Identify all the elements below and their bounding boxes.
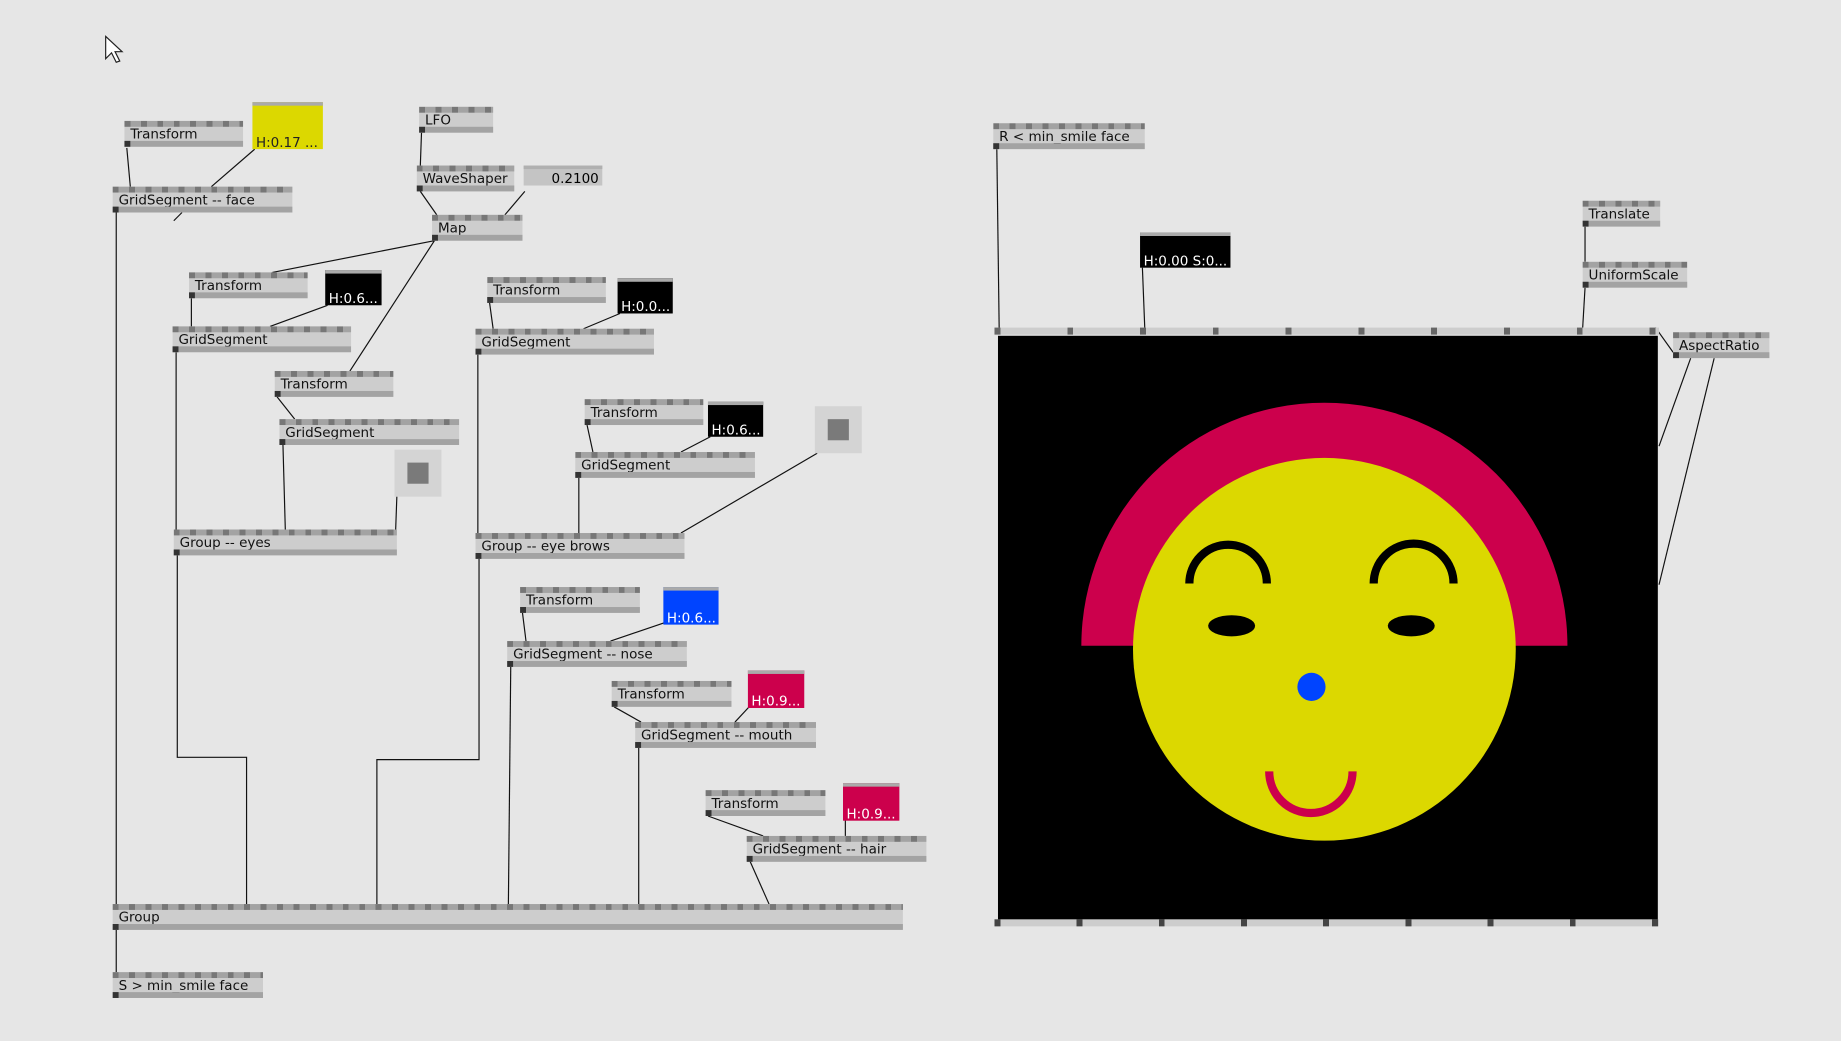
gridsegment-mouth-node[interactable]: GridSegment -- mouth	[635, 722, 816, 748]
render-window-outlets	[994, 919, 1660, 927]
transform-node-hair[interactable]: Transform	[705, 790, 826, 816]
eye-left	[1208, 615, 1256, 637]
gridsegment-brow-right-node[interactable]: GridSegment	[575, 452, 755, 478]
toggle-eyebrows[interactable]	[814, 406, 862, 454]
color-node-nose[interactable]: H:0.6...	[663, 587, 719, 626]
send-node[interactable]: S > min_smile face	[112, 972, 263, 998]
group-eyebrows-node[interactable]: Group -- eye brows	[475, 533, 685, 559]
gridsegment-eye-right-node[interactable]: GridSegment	[279, 419, 460, 445]
lfo-node[interactable]: LFO	[419, 106, 494, 133]
mouth-shape	[1265, 771, 1357, 818]
color-node-face[interactable]: H:0.17 ...	[252, 102, 323, 150]
render-window-inlets	[994, 327, 1660, 335]
aspectratio-node[interactable]: AspectRatio	[1673, 332, 1770, 359]
color-node-background[interactable]: H:0.00 S:0...	[1140, 232, 1231, 269]
waveshaper-value-field[interactable]: 0.2100	[523, 165, 603, 187]
transform-node-mouth[interactable]: Transform	[611, 680, 732, 707]
color-node-hair[interactable]: H:0.9...	[843, 783, 900, 822]
color-node-eyes[interactable]: H:0.6...	[325, 270, 382, 306]
gridsegment-eye-left-node[interactable]: GridSegment	[172, 326, 352, 353]
transform-node-brow-right[interactable]: Transform	[584, 399, 704, 426]
transform-node-face[interactable]: Transform	[124, 120, 244, 147]
waveshaper-node[interactable]: WaveShaper	[416, 165, 515, 192]
face-shape	[1133, 457, 1516, 841]
gridsegment-brow-left-node[interactable]: GridSegment	[475, 328, 654, 355]
eye-right	[1387, 615, 1435, 637]
gridsegment-face-node[interactable]: GridSegment -- face	[112, 186, 293, 213]
gridsegment-hair-node[interactable]: GridSegment -- hair	[746, 835, 927, 862]
color-node-mouth[interactable]: H:0.9...	[747, 670, 805, 709]
transform-node-eye-right[interactable]: Transform	[274, 371, 394, 397]
uniformscale-node[interactable]: UniformScale	[1582, 261, 1688, 288]
transform-node-eye-left[interactable]: Transform	[189, 272, 308, 299]
nose-shape	[1297, 672, 1326, 701]
translate-node[interactable]: Translate	[1582, 200, 1661, 227]
color-node-eyes-right[interactable]: H:0.6...	[707, 401, 764, 438]
smiley-face-render	[1081, 402, 1568, 841]
mouse-cursor-icon	[105, 35, 124, 63]
render-window	[997, 335, 1658, 920]
color-node-eyebrows[interactable]: H:0.0...	[617, 278, 673, 315]
group-node[interactable]: Group	[112, 904, 903, 930]
toggle-eyes[interactable]	[394, 449, 442, 497]
receive-node[interactable]: R < min_smile face	[993, 123, 1145, 150]
transform-node-nose[interactable]: Transform	[520, 587, 640, 613]
group-eyes-node[interactable]: Group -- eyes	[173, 529, 397, 556]
transform-node-brow-left[interactable]: Transform	[487, 277, 606, 303]
eyebrow-right	[1369, 539, 1458, 584]
map-node[interactable]: Map	[432, 214, 523, 241]
gridsegment-nose-node[interactable]: GridSegment -- nose	[507, 641, 687, 667]
eyebrow-left	[1185, 540, 1271, 584]
